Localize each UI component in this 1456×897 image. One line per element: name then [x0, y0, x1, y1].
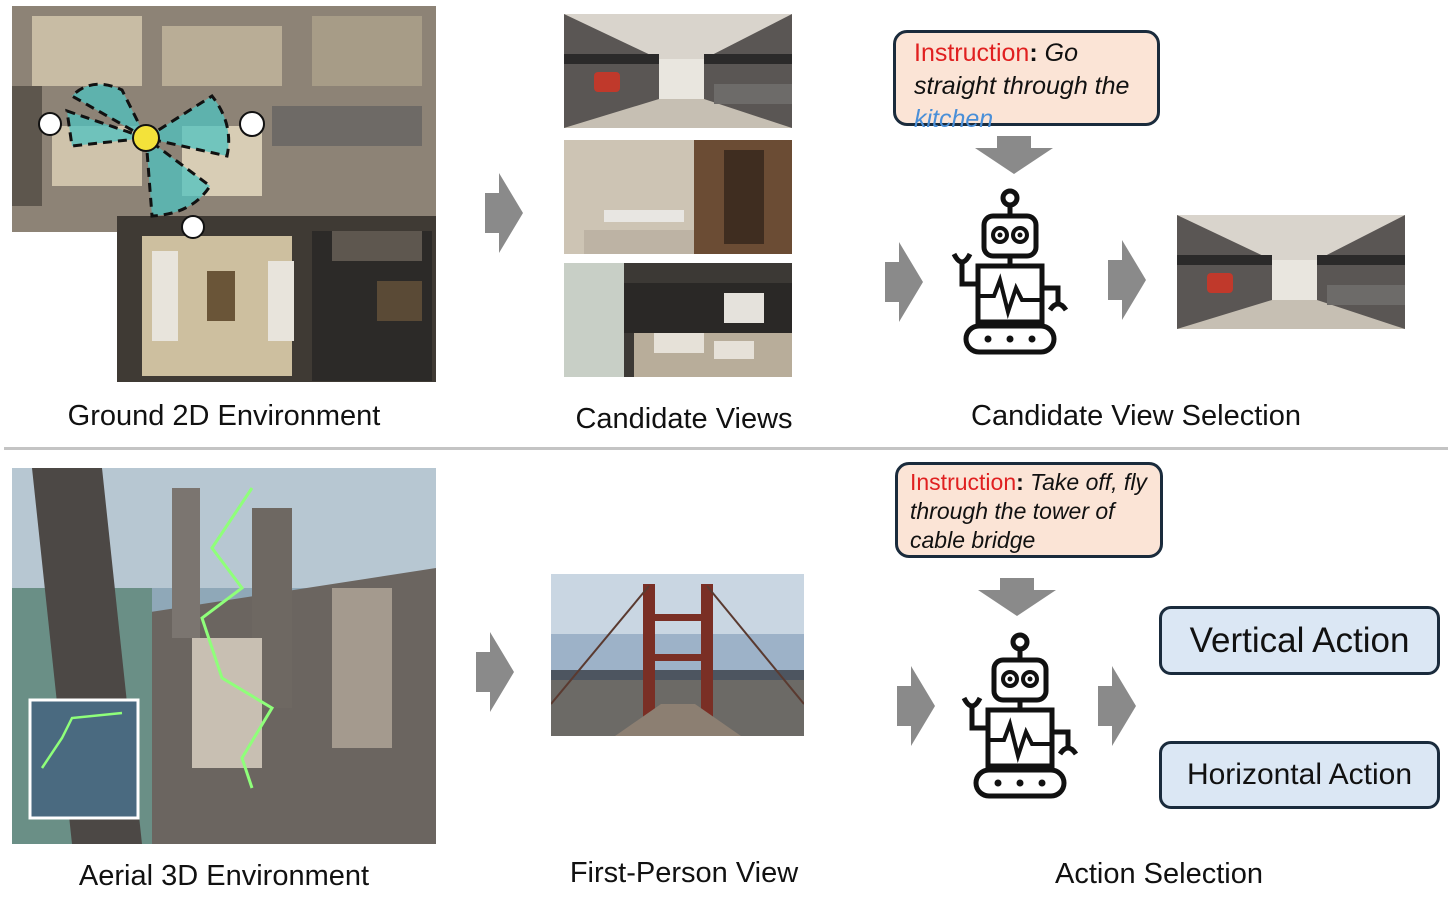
instruction-text: Take off, fly through the tower of cable…: [910, 469, 1147, 553]
robot-agent-icon: [948, 188, 1072, 356]
instruction-label: Instruction: [910, 469, 1017, 495]
arrow-right-icon: [485, 173, 523, 253]
vertical-action-box[interactable]: Vertical Action: [1159, 606, 1440, 675]
section-divider: [4, 447, 1448, 450]
candidate-view-3[interactable]: [564, 263, 792, 377]
first-person-view-caption: First-Person View: [569, 857, 799, 889]
vertical-action-label: Vertical Action: [1189, 620, 1410, 660]
candidate-views-caption: Candidate Views: [575, 403, 793, 435]
arrow-right-icon: [885, 242, 923, 322]
first-person-view-image: [551, 574, 804, 736]
instruction-box-top: Instruction: Go straight through the kit…: [893, 30, 1160, 133]
arrow-right-icon: [1098, 666, 1136, 746]
instruction-label: Instruction: [914, 39, 1030, 67]
candidate-view-2[interactable]: [564, 140, 792, 254]
ground-2d-environment-caption: Ground 2D Environment: [67, 400, 381, 432]
arrow-down-icon: [975, 136, 1053, 174]
arrow-down-icon: [978, 578, 1056, 616]
action-selection-caption: Action Selection: [1055, 858, 1263, 890]
horizontal-action-box[interactable]: Horizontal Action: [1159, 741, 1440, 809]
selected-candidate-view: [1177, 215, 1405, 329]
arrow-right-icon: [1108, 240, 1146, 320]
candidate-view-1[interactable]: [564, 14, 792, 128]
instruction-text: Go straight through the: [914, 39, 1130, 100]
instruction-highlight: kitchen: [914, 105, 994, 133]
arrow-right-icon: [897, 666, 935, 746]
robot-agent-icon: [958, 632, 1082, 800]
arrow-right-icon: [476, 632, 514, 712]
horizontal-action-label: Horizontal Action: [1186, 758, 1413, 791]
candidate-view-selection-caption: Candidate View Selection: [971, 400, 1301, 432]
aerial-3d-environment-image: [12, 468, 436, 844]
ground-2d-environment-map: [12, 6, 436, 382]
aerial-3d-environment-caption: Aerial 3D Environment: [78, 860, 370, 892]
instruction-box-bottom: Instruction: Take off, fly through the t…: [895, 462, 1163, 558]
